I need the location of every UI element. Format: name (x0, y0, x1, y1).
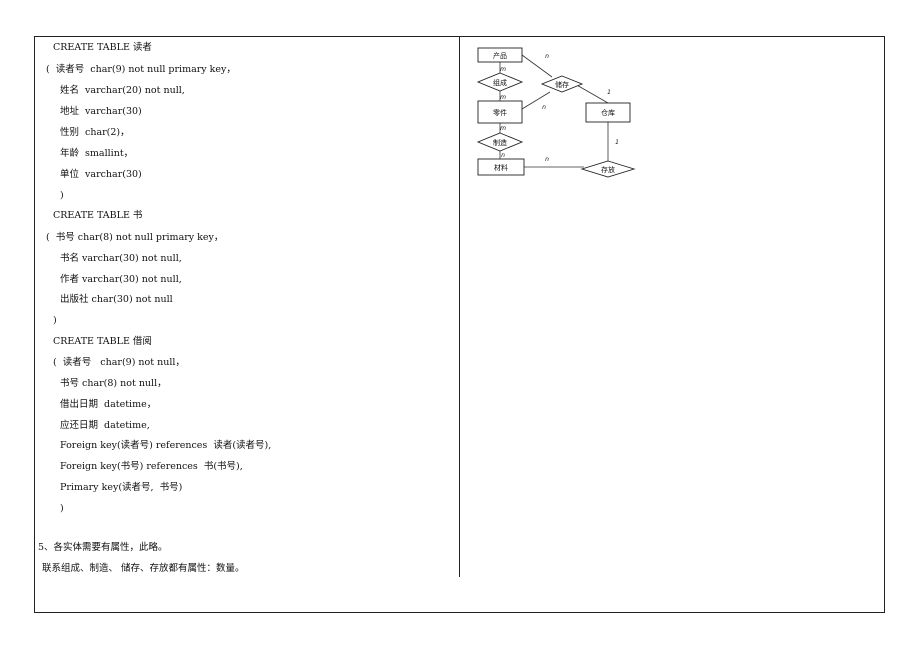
entity-part (477, 100, 523, 124)
sql-line: Primary key(读者号, 书号) (60, 482, 183, 493)
sql-line: Foreign key(书号) references 书(书号), (60, 461, 243, 472)
entity-warehouse (585, 102, 631, 123)
sql-line: ) (60, 190, 64, 201)
sql-line: 单位 varchar(30) (60, 169, 142, 180)
card-compose-top: m (500, 66, 506, 73)
sql-line: ( 读者号 char(9) not null primary key， (46, 64, 236, 75)
sql-line: ) (53, 315, 57, 326)
sql-line: 应还日期 datetime, (60, 420, 150, 431)
note-line: 5、各实体需要有属性，此略。 (38, 542, 168, 553)
relation-deposit (580, 160, 636, 178)
relation-store (540, 75, 584, 93)
label-part: 零件 (493, 108, 507, 117)
sql-line: ( 书号 char(8) not null primary key， (46, 232, 224, 243)
sql-line: 地址 varchar(30) (60, 106, 142, 117)
sql-line: 书号 char(8) not null， (60, 378, 167, 389)
card-part-store: n (542, 104, 546, 111)
label-warehouse: 仓库 (601, 108, 615, 117)
card-manufacture-bottom: n (501, 152, 505, 159)
sql-line: CREATE TABLE 读者 (53, 42, 152, 53)
sql-line: CREATE TABLE 书 (53, 210, 143, 221)
card-compose-bottom: m (500, 94, 506, 101)
sql-line: 姓名 varchar(20) not null, (60, 85, 185, 96)
card-warehouse-deposit: 1 (615, 139, 619, 146)
relation-manufacture (476, 132, 524, 152)
sql-line: 书名 varchar(30) not null, (60, 253, 182, 264)
label-compose: 组成 (493, 78, 507, 87)
edge-product-store (521, 54, 553, 78)
edge-part-store (521, 91, 551, 110)
note-line: 联系组成、制造、 储存、存放都有属性：数量。 (42, 563, 245, 574)
label-product: 产品 (493, 51, 507, 60)
sql-line: 借出日期 datetime， (60, 399, 157, 410)
er-diagram: 产品 零件 材料 仓库 组成 制造 储存 存放 m m m n n n 1 1 … (476, 47, 636, 178)
sql-line: ( 读者号 char(9) not null， (53, 357, 185, 368)
sql-line: Foreign key(读者号) references 读者(读者号), (60, 440, 272, 451)
label-material: 材料 (494, 163, 508, 172)
sql-line: 出版社 char(30) not null (60, 294, 173, 305)
sql-line: 性别 char(2)， (60, 127, 130, 138)
entity-material (477, 158, 525, 176)
card-material-deposit: n (545, 156, 549, 163)
relation-compose (476, 72, 524, 92)
sql-line: ) (60, 503, 64, 514)
column-divider (459, 37, 460, 577)
page-frame (34, 36, 885, 613)
label-store: 储存 (555, 80, 569, 89)
edge-store-warehouse (574, 83, 609, 104)
card-store-warehouse: 1 (607, 89, 611, 96)
label-deposit: 存放 (601, 165, 615, 174)
sql-line: CREATE TABLE 借阅 (53, 336, 152, 347)
sql-line: 年龄 smallint， (60, 148, 134, 159)
entity-product (477, 47, 523, 63)
card-product-store: n (545, 53, 549, 60)
label-manufacture: 制造 (493, 138, 507, 147)
sql-line: 作者 varchar(30) not null, (60, 274, 182, 285)
card-manufacture-top: m (500, 125, 506, 132)
